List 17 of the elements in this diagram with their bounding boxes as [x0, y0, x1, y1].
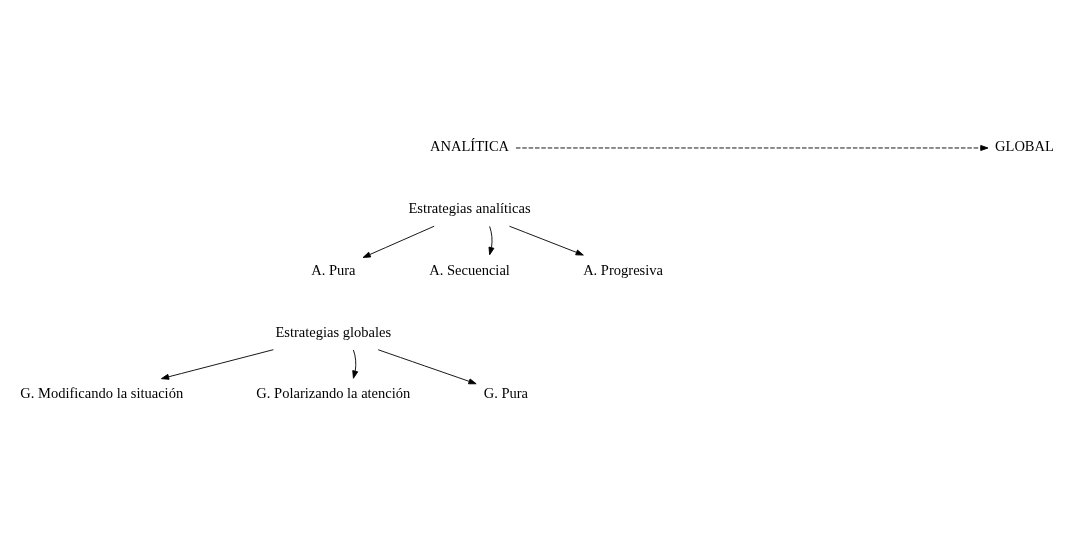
node-text: Estrategias globales [275, 323, 392, 340]
node-text: ANALÍTICA [430, 138, 510, 155]
node-text: A. Progresiva [583, 261, 663, 278]
node-text: A. Secuencial [429, 261, 510, 278]
arrow [362, 225, 435, 258]
arrow [509, 225, 584, 256]
arrow [160, 349, 274, 380]
node-text: G. Modificando la situación [20, 385, 184, 402]
arrow [352, 349, 359, 379]
node-text: GLOBAL [995, 138, 1054, 155]
node-text: Estrategias analíticas [408, 200, 531, 217]
arrow [377, 349, 477, 385]
node-text: G. Polarizando la atención [256, 385, 411, 402]
arrow [488, 225, 495, 256]
arrow [515, 145, 989, 151]
node-text: A. Pura [311, 261, 356, 278]
node-text: G. Pura [483, 385, 529, 402]
